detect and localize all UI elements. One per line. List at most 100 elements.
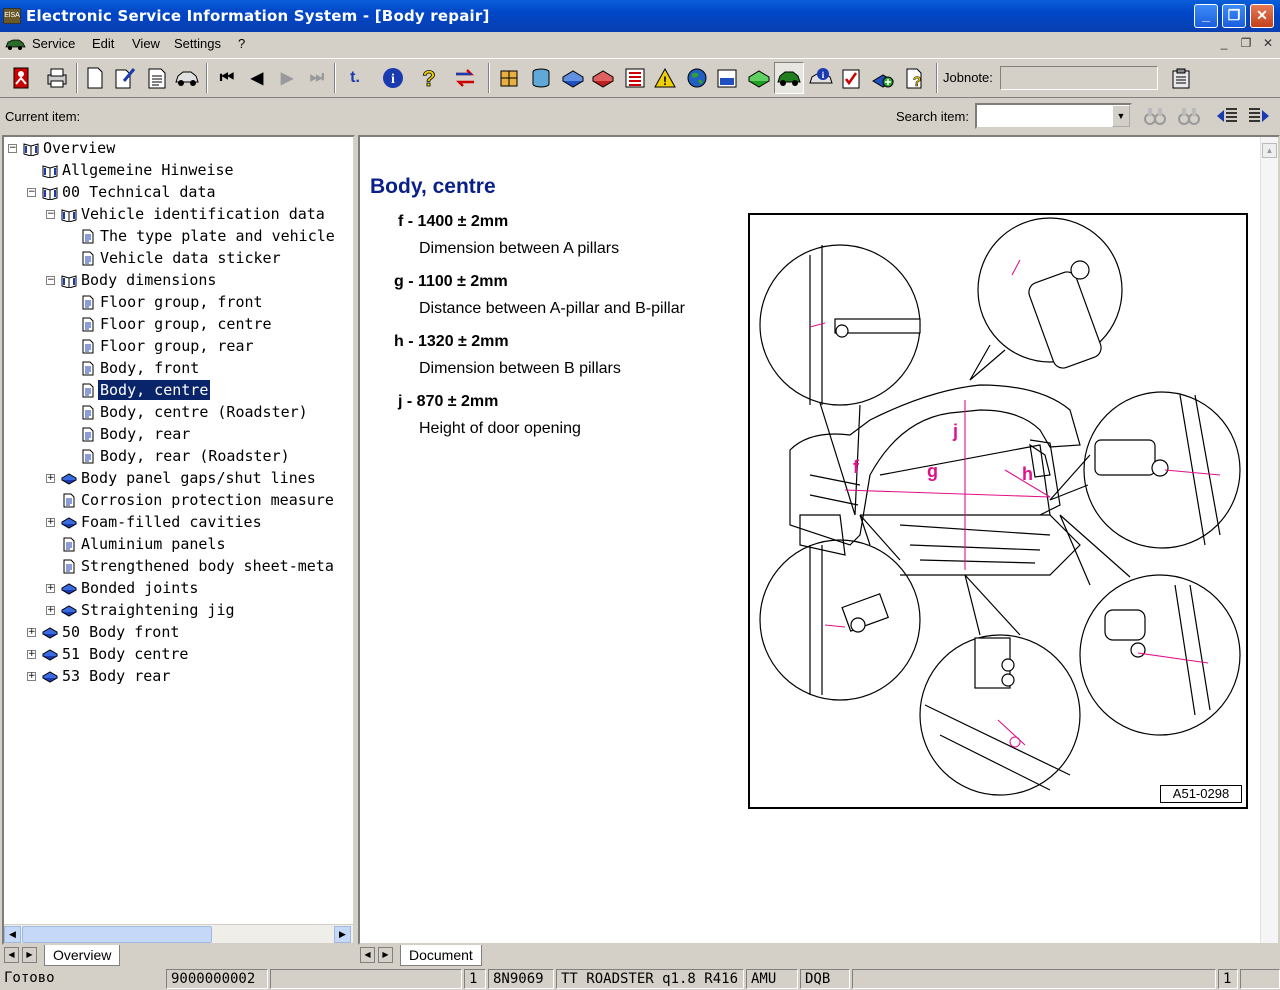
collapse-icon[interactable]: − — [46, 209, 55, 219]
tree-node[interactable]: +Straightening jig — [4, 600, 353, 622]
tree-node[interactable]: +51 Body centre — [4, 644, 353, 666]
tree-node[interactable]: Floor group, centre — [4, 314, 353, 336]
new-document-icon[interactable] — [80, 62, 110, 94]
globe-icon[interactable] — [682, 62, 712, 94]
tree-node[interactable]: + Body panel gaps/shut lines — [4, 468, 353, 490]
expand-icon[interactable]: + — [46, 517, 55, 527]
document-list-icon[interactable] — [142, 62, 172, 94]
menu-help[interactable]: ? — [238, 36, 246, 51]
search-binoculars-icon[interactable] — [1140, 100, 1170, 132]
collapse-icon[interactable]: − — [46, 275, 55, 285]
components-icon[interactable] — [494, 62, 524, 94]
expand-icon[interactable]: + — [46, 583, 55, 593]
tab-next-icon[interactable]: ▶ — [22, 947, 37, 963]
manual-red-icon[interactable] — [588, 62, 618, 94]
info-icon[interactable]: i — [378, 62, 408, 94]
expand-icon[interactable]: + — [27, 649, 36, 659]
jobnote-input[interactable] — [1000, 66, 1158, 90]
tree-node[interactable]: −00 Technical data — [4, 182, 353, 204]
tree-node[interactable]: +Bonded joints — [4, 578, 353, 600]
tab-prev-icon[interactable]: ◀ — [360, 947, 375, 963]
tree-node-label[interactable]: 51 Body centre — [62, 645, 189, 663]
tree-node-label-selected[interactable]: Body, centre — [96, 379, 212, 401]
mdi-minimize-button[interactable]: _ — [1220, 36, 1228, 50]
tree-node-label[interactable]: Body, rear — [100, 425, 191, 443]
chart-icon[interactable] — [712, 62, 742, 94]
tree-node-label[interactable]: Corrosion protection measure — [81, 491, 334, 509]
last-page-icon[interactable]: ⏭ — [309, 69, 325, 86]
expand-icon[interactable]: + — [46, 605, 55, 615]
tree-node[interactable]: − Overview — [4, 138, 353, 160]
tab-overview[interactable]: Overview — [44, 945, 121, 966]
tree-node[interactable]: Body, centre (Roadster) — [4, 402, 353, 424]
tree-node-label[interactable]: Body dimensions — [81, 271, 217, 289]
mdi-restore-button[interactable]: ❐ — [1240, 36, 1252, 50]
warning-icon[interactable]: ! — [650, 62, 680, 94]
tree-node-label[interactable]: Allgemeine Hinweise — [62, 161, 234, 179]
close-button[interactable]: ✕ — [1250, 4, 1274, 28]
tree-node[interactable]: Floor group, front — [4, 292, 353, 314]
scroll-left-icon[interactable]: ◀ — [4, 926, 21, 943]
vehicle-icon[interactable] — [172, 62, 202, 94]
tree-node-label[interactable]: 53 Body rear — [62, 667, 171, 685]
tree-node-label[interactable]: Floor group, centre — [100, 315, 272, 333]
tree-node[interactable]: Body, centre — [4, 379, 353, 402]
first-page-icon[interactable]: ⏮ — [219, 69, 235, 86]
tree-node-label[interactable]: Body, centre (Roadster) — [100, 403, 308, 421]
tree-node-label[interactable]: Body panel gaps/shut lines — [81, 469, 316, 487]
mdi-close-button[interactable]: ✕ — [1262, 36, 1274, 50]
tree-node[interactable]: The type plate and vehicle — [4, 226, 353, 248]
minimize-button[interactable]: _ — [1194, 4, 1218, 28]
tree-node[interactable]: Aluminium panels — [4, 534, 353, 556]
print-icon[interactable] — [42, 62, 72, 94]
help-icon[interactable]: ? — [414, 62, 444, 94]
expand-icon[interactable]: + — [46, 473, 55, 483]
expand-icon[interactable]: + — [27, 671, 36, 681]
database-icon[interactable] — [526, 62, 556, 94]
scroll-right-icon[interactable]: ▶ — [334, 926, 351, 943]
tree-node[interactable]: + Foam-filled cavities — [4, 512, 353, 534]
table-icon[interactable] — [620, 62, 650, 94]
vehicle-info-icon[interactable]: i — [806, 62, 836, 94]
menu-service[interactable]: Service — [32, 36, 76, 51]
scroll-up-icon[interactable]: ▲ — [1262, 143, 1277, 158]
tree-node[interactable]: − Vehicle identification data — [4, 204, 353, 226]
tree-node[interactable]: +50 Body front — [4, 622, 353, 644]
vertical-scrollbar[interactable]: ▲ — [1260, 137, 1278, 943]
tree-node-label[interactable]: Foam-filled cavities — [81, 513, 262, 531]
tree-node-label[interactable]: 00 Technical data — [62, 183, 216, 201]
menu-view[interactable]: View — [132, 36, 160, 51]
manual-green-icon[interactable] — [744, 62, 774, 94]
tree-node-label[interactable]: Vehicle identification data — [81, 205, 325, 223]
menu-edit[interactable]: Edit — [92, 36, 115, 51]
tree-node[interactable]: Body, rear (Roadster) — [4, 446, 353, 468]
tab-next-icon[interactable]: ▶ — [378, 947, 393, 963]
switch-arrows-icon[interactable] — [450, 62, 480, 94]
tree-node-label[interactable]: 50 Body front — [62, 623, 180, 641]
title-bar[interactable]: ElSA Electronic Service Information Syst… — [0, 0, 1280, 32]
tree-node[interactable]: Allgemeine Hinweise — [4, 160, 353, 182]
collapse-left-icon[interactable] — [1212, 100, 1242, 132]
tab-prev-icon[interactable]: ◀ — [4, 947, 19, 963]
collapse-icon[interactable]: − — [8, 143, 17, 153]
tree-node-label[interactable]: Body, front — [100, 359, 200, 377]
tree-node-label[interactable]: Strengthened body sheet-meta — [81, 557, 334, 575]
menu-settings[interactable]: Settings — [174, 36, 221, 51]
tree-node-label[interactable]: Vehicle data sticker — [100, 249, 281, 267]
chevron-down-icon[interactable]: ▼ — [1112, 105, 1130, 127]
expand-right-icon[interactable] — [1244, 100, 1274, 132]
tree-node-label[interactable]: Floor group, rear — [100, 337, 254, 355]
tree-node-label[interactable]: Body, rear (Roadster) — [100, 447, 290, 465]
tree-node[interactable]: Body, rear — [4, 424, 353, 446]
clipboard-icon[interactable] — [1166, 62, 1196, 94]
tree-node-label[interactable]: Overview — [43, 139, 116, 157]
edit-document-icon[interactable] — [110, 62, 140, 94]
search-item-combobox[interactable]: ▼ — [975, 103, 1132, 129]
maximize-button[interactable]: ❐ — [1222, 4, 1246, 28]
tree-node[interactable]: +53 Body rear — [4, 666, 353, 688]
tree-node-label[interactable]: The type plate and vehicle — [100, 227, 335, 245]
tree-node[interactable]: − Body dimensions — [4, 270, 353, 292]
tree-node[interactable]: Vehicle data sticker — [4, 248, 353, 270]
vehicle-diagnosis-icon[interactable] — [774, 62, 804, 94]
tree-node-label[interactable]: Floor group, front — [100, 293, 263, 311]
